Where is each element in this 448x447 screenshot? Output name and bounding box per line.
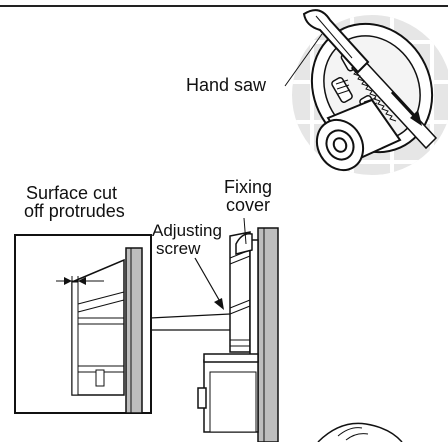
surface-cut-label-line2: off protrudes xyxy=(24,201,125,221)
wall-section xyxy=(149,217,279,443)
adjusting-screw-label-line1: Adjusting xyxy=(152,221,222,240)
adjusting-screw-label-line2: screw xyxy=(156,239,201,258)
partial-detail-circle xyxy=(317,422,403,443)
hand-saw-illustration xyxy=(284,9,448,175)
surface-cut-label-line1: Surface cut xyxy=(26,183,118,203)
fixing-cover-label-line1: Fixing xyxy=(224,177,273,197)
fixing-cover-label-line2: cover xyxy=(226,195,271,215)
hand-saw-label: Hand saw xyxy=(186,75,267,95)
detail-callout xyxy=(14,234,152,414)
